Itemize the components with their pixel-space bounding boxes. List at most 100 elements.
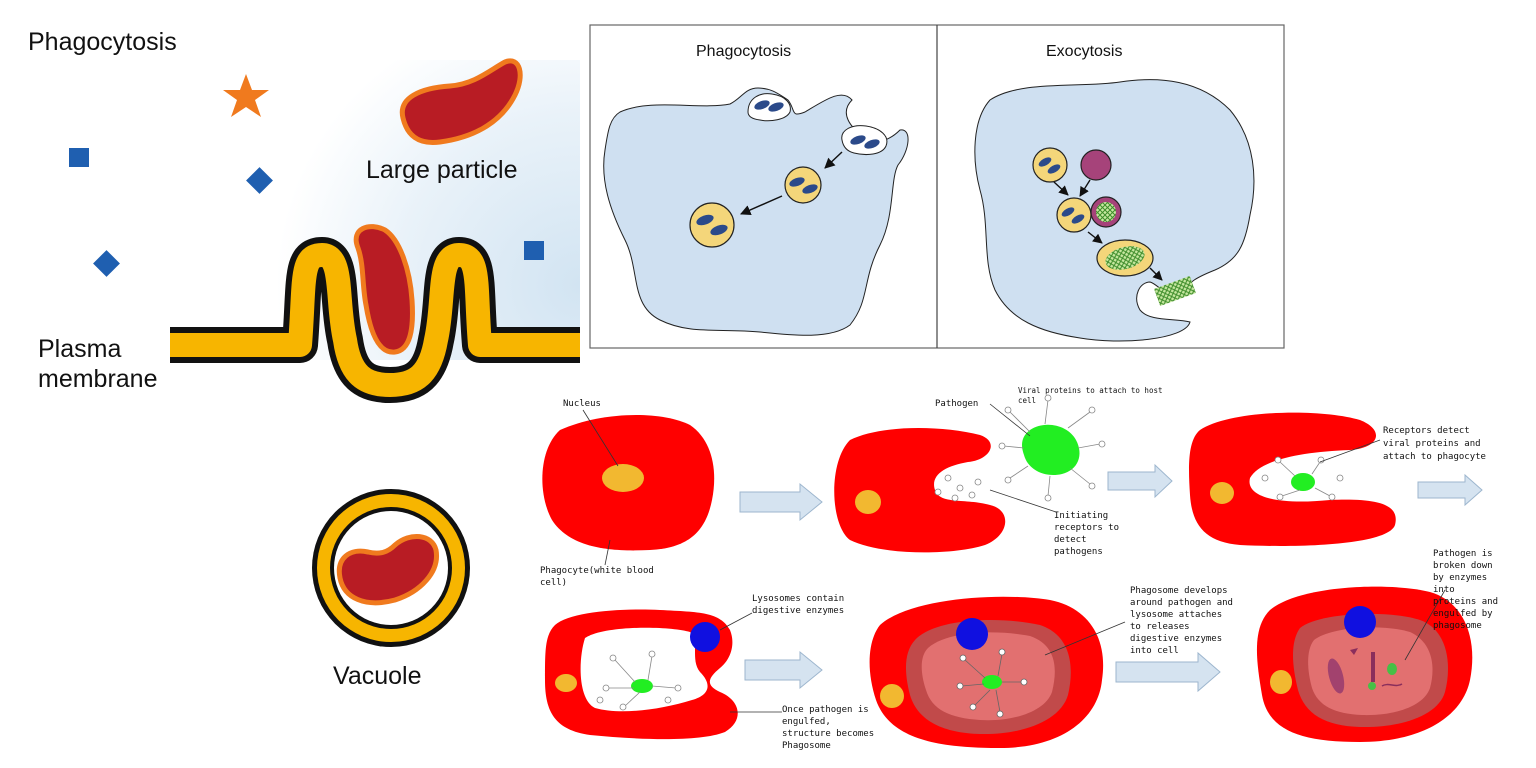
- large-particle: [399, 58, 523, 146]
- phagosome-label-2: around pathogen and: [1130, 598, 1233, 608]
- phagocyte-cell-step3: [1189, 412, 1396, 546]
- receptors: [934, 474, 982, 502]
- step-arrow-icon: [739, 482, 823, 522]
- protein-fragment: [1350, 648, 1358, 655]
- phagosome-label-1: Phagosome develops: [1130, 586, 1228, 596]
- lysosome-icon: [1080, 149, 1112, 181]
- broken-label-7: phagosome: [1433, 621, 1482, 631]
- nucleus-label: Nucleus: [563, 399, 601, 409]
- arrow-icon: [1087, 231, 1103, 244]
- pathogen-icon: [1291, 473, 1315, 491]
- arrow-icon: [1149, 267, 1163, 281]
- broken-label-1: Pathogen is: [1433, 549, 1493, 559]
- arrow-icon: [1079, 179, 1091, 197]
- pathogen-fragment-icon: [1387, 663, 1397, 675]
- receptors: [596, 650, 682, 711]
- pathogen-fragment-icon: [1368, 682, 1376, 690]
- nucleus-icon: [855, 490, 881, 514]
- plasma-label-line2: membrane: [38, 365, 158, 393]
- receptors: [956, 648, 1028, 718]
- box-panel: Phagocytosis Exocytosis: [589, 24, 1285, 349]
- leader-line: [1319, 439, 1381, 463]
- square-particle-icon: [524, 241, 544, 260]
- bacterium-icon: [1071, 214, 1085, 224]
- viral-proteins: [998, 394, 1106, 502]
- once-label-3: structure becomes: [782, 729, 874, 739]
- broken-label-6: engulfed by: [1433, 609, 1493, 619]
- bacterium-icon: [1061, 207, 1075, 217]
- once-label-1: Once pathogen is: [782, 705, 869, 715]
- step-arrow-icon: [1115, 651, 1221, 693]
- pathogen-icon: [982, 675, 1002, 689]
- lysosome-icon: [956, 618, 988, 650]
- viral-proteins-label-1: Viral proteins to attach to host: [1018, 386, 1163, 395]
- leader-line: [1404, 589, 1446, 661]
- phagosome-label-5: digestive enzymes: [1130, 634, 1222, 644]
- bacterium-icon: [802, 184, 818, 194]
- lysosomes-label-1: Lysosomes contain: [752, 594, 844, 604]
- initiating-label-3: detect: [1054, 535, 1087, 545]
- large-particle-label: Large particle: [366, 156, 517, 184]
- nucleus-icon: [555, 674, 577, 692]
- receptors: [1261, 456, 1344, 501]
- plasma-label-line1: Plasma: [38, 335, 121, 363]
- plasma-membrane-fill: [170, 243, 580, 397]
- bacterium-icon: [768, 102, 784, 112]
- once-label-2: engulfed,: [782, 717, 831, 727]
- phagosome-vesicle: [1032, 147, 1068, 183]
- once-label-4: Phagosome: [782, 741, 831, 751]
- leader-line: [719, 612, 753, 631]
- bacterium-icon: [1038, 157, 1052, 167]
- nucleus-icon: [602, 464, 644, 492]
- initiating-label-2: receptors to: [1054, 523, 1119, 533]
- square-particle-icon: [69, 148, 89, 167]
- bacterium-icon: [850, 135, 866, 145]
- lysosomes-label-2: digestive enzymes: [752, 606, 844, 616]
- step-arrow-icon: [1417, 473, 1483, 507]
- phagocyte-label-1: Phagocyte(white blood: [540, 566, 654, 576]
- box-exocytosis-title: Exocytosis: [1046, 43, 1122, 60]
- phagocytosis-cell: [603, 87, 909, 336]
- leader-line: [604, 539, 611, 566]
- digested-material: [1105, 246, 1145, 270]
- protein-fragment: [1371, 652, 1375, 682]
- broken-label-5: proteins and: [1433, 597, 1498, 607]
- phagosome-label-6: into cell: [1130, 646, 1179, 656]
- nucleus-icon: [880, 684, 904, 708]
- bacterium-icon: [1047, 164, 1061, 174]
- initiating-label-1: Initiating: [1054, 511, 1108, 521]
- digested-material: [1096, 202, 1116, 222]
- released-material: [1154, 276, 1196, 306]
- vacuole-label: Vacuole: [333, 662, 422, 690]
- phagosome-label-4: to releases: [1130, 622, 1190, 632]
- receptors-label-3: attach to phagocyte: [1383, 452, 1486, 462]
- step-arrow-icon: [1107, 463, 1173, 499]
- nucleus-icon: [1210, 482, 1234, 504]
- protein-fragment: [1381, 683, 1403, 687]
- engulfing-particle: [353, 224, 415, 355]
- pathogen-icon: [631, 679, 653, 693]
- bacterium-icon: [710, 224, 728, 236]
- leader-line: [1044, 621, 1126, 656]
- leader-line: [989, 403, 1031, 437]
- leader-line: [582, 409, 619, 467]
- left-panel: Phagocytosis Large particle Plasma membr…: [28, 28, 580, 690]
- steps-panel: Nucleus Phagocyte(white blood cell) Path…: [540, 386, 1498, 751]
- box-phagocytosis-title: Phagocytosis: [696, 43, 791, 60]
- receptors-label-2: viral proteins and: [1383, 439, 1481, 449]
- phagosome-label-3: lysosome attaches: [1130, 610, 1222, 620]
- receptors-label-1: Receptors detect: [1383, 426, 1470, 436]
- step-arrow-icon: [744, 650, 823, 690]
- bacterium-icon: [754, 100, 770, 110]
- pathogen-label: Pathogen: [935, 399, 978, 409]
- initiating-label-4: pathogens: [1054, 547, 1103, 557]
- arrow-icon: [824, 151, 843, 169]
- bacterium-icon: [864, 139, 880, 149]
- broken-label-2: broken down: [1433, 561, 1493, 571]
- bacterium-icon: [789, 177, 805, 187]
- bacterium-icon: [696, 214, 714, 226]
- vacuole-particle: [336, 534, 439, 606]
- protein-fragment: [1327, 658, 1345, 694]
- lysosome-icon: [690, 622, 720, 652]
